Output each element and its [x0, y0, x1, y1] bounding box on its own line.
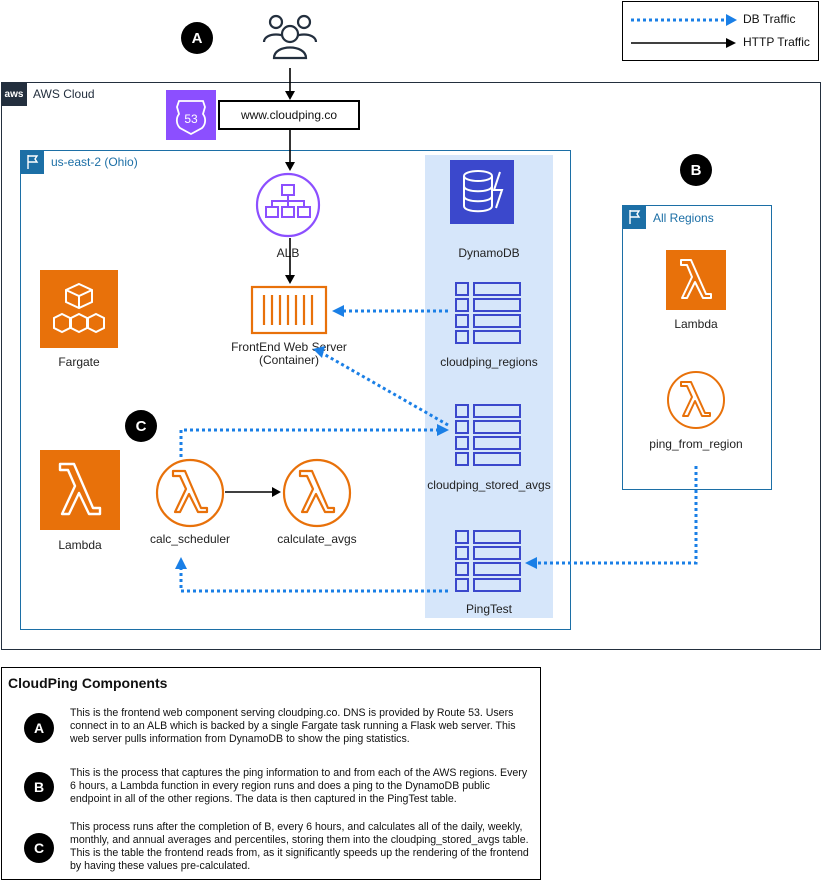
db-stored-avgs-to-frontend — [321, 351, 449, 427]
db-pingtest-to-scheduler — [179, 568, 448, 593]
legend-swatches — [631, 14, 737, 48]
aws-cloud-group — [1, 82, 821, 650]
db-arrowhead-pingtest — [525, 557, 537, 569]
component-a-badge: A — [24, 713, 54, 743]
route53-icon: 53 — [166, 90, 216, 140]
alb-icon — [255, 172, 321, 238]
dynamodb-panel — [425, 155, 553, 618]
badge-c: C — [125, 410, 157, 442]
components-title: CloudPing Components — [8, 675, 168, 691]
all-regions-label: All Regions — [653, 211, 714, 225]
table-pingtest-label: PingTest — [465, 602, 513, 616]
region-us-east-2 — [20, 150, 571, 630]
legend-http-label: HTTP Traffic — [743, 35, 810, 49]
aws-logo-text: aws — [4, 88, 24, 100]
component-a-text: This is the frontend web component servi… — [70, 707, 516, 745]
users-icon — [262, 14, 318, 60]
component-c-badge: C — [24, 833, 54, 863]
table-regions-icon — [455, 282, 521, 344]
badge-b: B — [680, 154, 712, 186]
alb-label: ALB — [276, 246, 300, 260]
connectors-layer — [175, 68, 698, 593]
lambda-service-icon — [40, 450, 120, 530]
aws-logo: aws — [1, 82, 27, 106]
all-regions-flag-icon — [622, 205, 646, 229]
http-arrowhead-domain — [285, 91, 295, 100]
region-label: us-east-2 (Ohio) — [51, 155, 138, 169]
dynamodb-label: DynamoDB — [458, 246, 520, 260]
components-panel: CloudPing Components A This is the front… — [1, 667, 541, 880]
db-ping-from-region-to-pingtest — [536, 466, 698, 565]
all-regions-lambda-label: Lambda — [674, 317, 718, 331]
route53-text: 53 — [184, 112, 198, 126]
db-scheduler-to-stored-avgs — [179, 428, 438, 457]
legend-db-arrowhead — [726, 14, 737, 26]
container-icon — [250, 285, 328, 335]
badge-a: A — [181, 22, 213, 54]
table-stored-avgs-icon — [455, 404, 521, 466]
db-arrowhead-stored-avgs — [437, 424, 449, 436]
component-b-badge: B — [24, 772, 54, 802]
frontend-label-line2: (Container) — [258, 353, 320, 367]
region-all-regions — [622, 205, 772, 490]
fargate-icon — [40, 270, 118, 348]
calculate-avgs-label: calculate_avgs — [277, 532, 357, 546]
domain-label: www.cloudping.co — [240, 108, 338, 122]
http-arrowhead-calculate — [272, 487, 281, 497]
table-stored-avgs-label: cloudping_stored_avgs — [427, 478, 551, 492]
ping-from-region-icon — [667, 371, 725, 429]
db-arrowhead-frontend-1 — [332, 305, 344, 317]
table-regions-label: cloudping_regions — [440, 355, 538, 369]
http-arrowhead-frontend — [285, 275, 295, 284]
aws-cloud-label: AWS Cloud — [33, 87, 95, 101]
calculate-avgs-icon — [282, 458, 352, 528]
calc-scheduler-label: calc_scheduler — [149, 532, 231, 546]
region-flag-icon — [20, 150, 44, 174]
ping-from-region-label: ping_from_region — [649, 437, 743, 451]
legend-http-arrowhead — [726, 38, 736, 48]
lambda-service-label: Lambda — [58, 538, 102, 552]
domain-box: www.cloudping.co — [218, 100, 360, 130]
dynamodb-icon — [450, 160, 514, 224]
legend: DB Traffic HTTP Traffic — [622, 1, 819, 61]
db-arrowhead-frontend-2 — [313, 346, 325, 358]
calc-scheduler-icon — [155, 458, 225, 528]
component-c-text: This process runs after the completion o… — [70, 821, 529, 872]
component-b-text: This is the process that captures the pi… — [70, 767, 528, 805]
table-pingtest-icon — [455, 530, 521, 592]
legend-db-label: DB Traffic — [743, 12, 796, 26]
http-arrowhead-alb — [285, 162, 295, 171]
db-arrowhead-scheduler — [175, 557, 187, 569]
fargate-label: Fargate — [58, 355, 100, 369]
all-regions-lambda-icon — [666, 250, 726, 310]
